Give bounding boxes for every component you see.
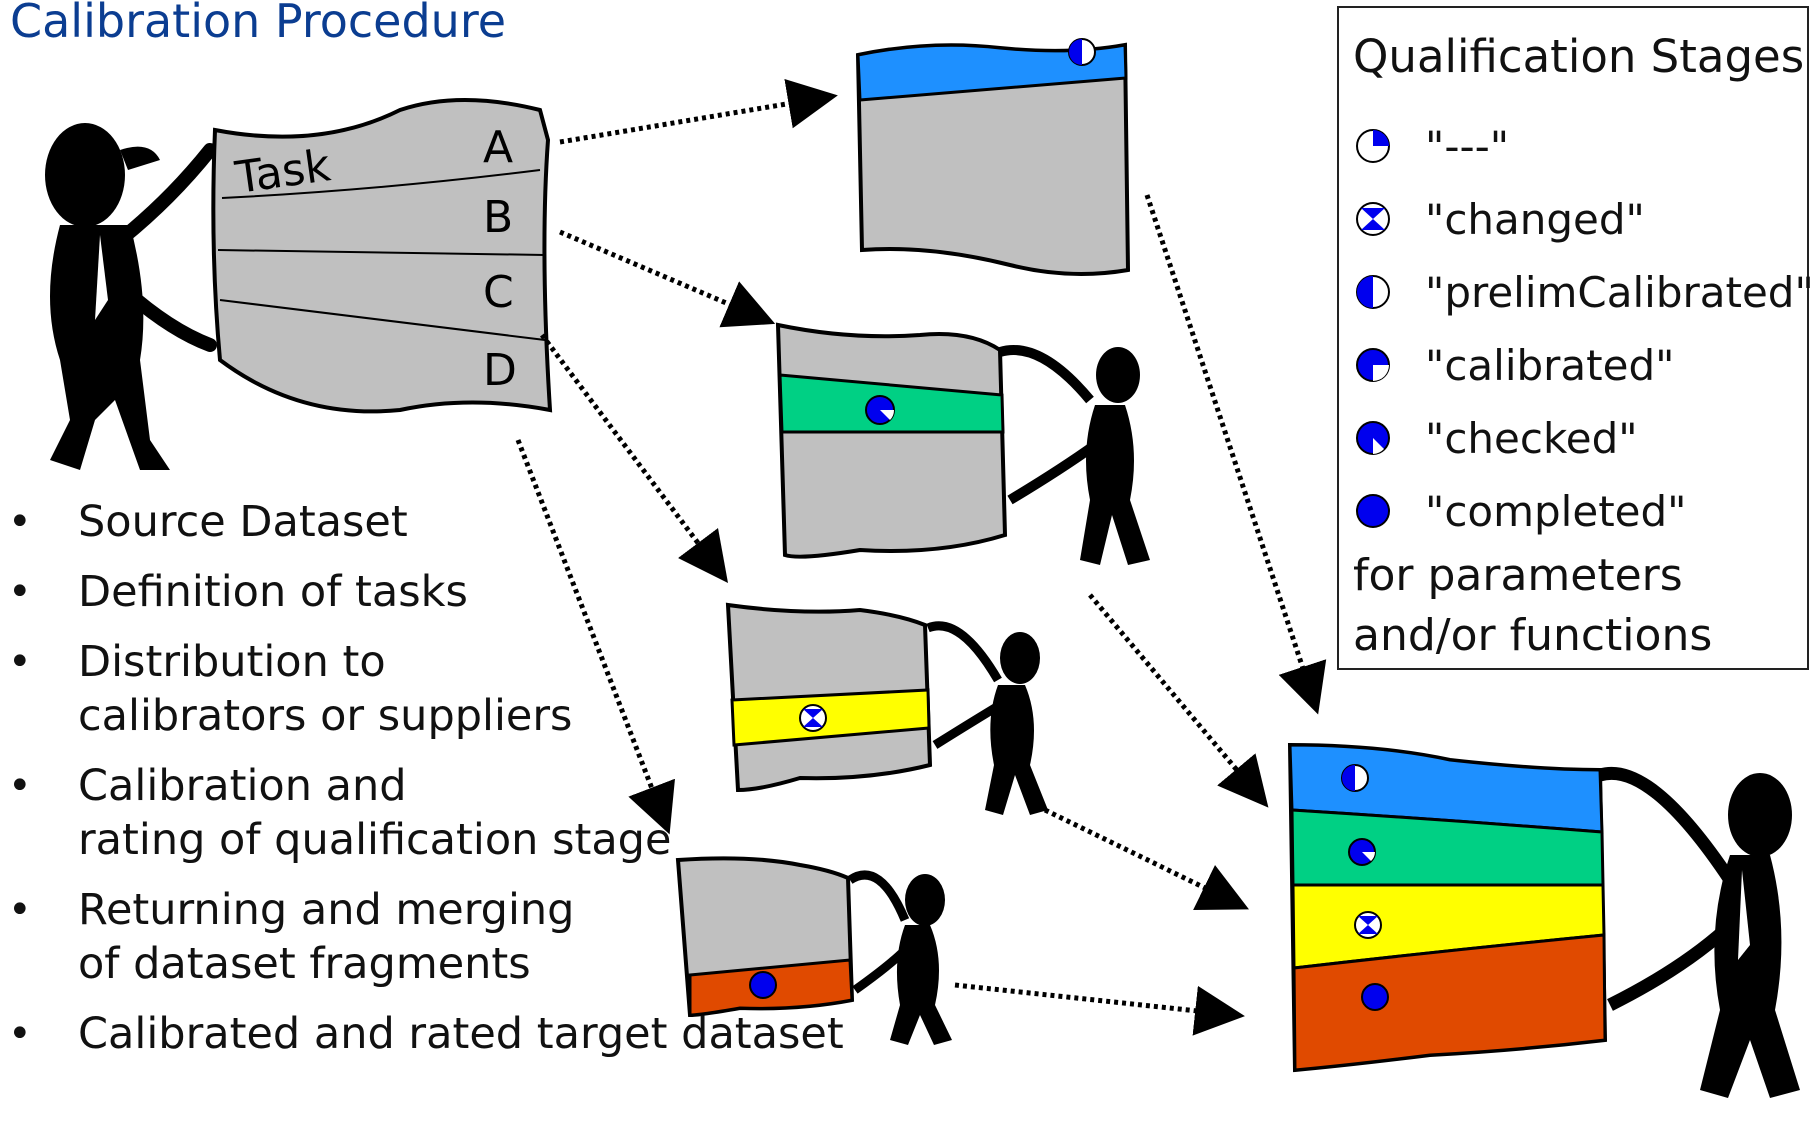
legend-item: "checked" <box>1353 410 1638 466</box>
legend-item: "completed" <box>1353 483 1686 539</box>
arrow-from-fragment-c <box>1043 807 1249 910</box>
row-label-b: B <box>483 192 513 243</box>
source-person-figure <box>45 123 217 470</box>
page-title: Calibration Procedure <box>10 0 507 48</box>
full-circle-icon <box>1356 494 1390 528</box>
arrow-to-fragment-a <box>559 78 838 145</box>
person-figure-c <box>926 621 1048 815</box>
half-pie-icon <box>1068 38 1096 66</box>
legend-item: "prelimCalibrated" <box>1353 264 1814 320</box>
bullet-list: Source Dataset Definition of tasks Distr… <box>0 495 844 1077</box>
person-figure-d <box>847 870 952 1045</box>
three-quarter-pie-icon <box>1356 348 1390 382</box>
half-pie-icon <box>1356 275 1390 309</box>
qualification-legend: Qualification Stages "---" "changed" "pr… <box>1337 6 1814 670</box>
merge-arrows <box>954 194 1327 1036</box>
bullet-item: Calibration and rating of qualification … <box>0 759 844 867</box>
bullet-item: Calibrated and rated target dataset <box>0 1007 844 1061</box>
person-figure-b <box>998 345 1150 565</box>
arrow-from-fragment-b <box>1088 593 1269 808</box>
fragment-sheet-a <box>855 38 1131 276</box>
bullet-item: Definition of tasks <box>0 565 844 619</box>
legend-item: "---" <box>1353 118 1509 174</box>
full-circle-icon <box>1361 983 1389 1011</box>
arrow-to-fragment-b <box>559 229 776 328</box>
row-label-a: A <box>483 122 513 173</box>
quarter-pie-icon <box>1356 129 1390 163</box>
seven-eighths-pie-icon <box>1356 421 1390 455</box>
bullet-item: Returning and merging of dataset fragmen… <box>0 883 844 991</box>
row-label-c: C <box>483 267 514 318</box>
arrow-from-fragment-d <box>954 982 1245 1036</box>
hourglass-pie-icon <box>1354 911 1382 939</box>
source-sheet: Task A B C D <box>211 98 553 414</box>
target-sheet <box>1287 742 1608 1073</box>
legend-item: "changed" <box>1353 191 1645 247</box>
legend-footer: for parameters and/or functions <box>1353 550 1713 661</box>
arrow-from-fragment-a <box>1144 194 1327 715</box>
bullet-item: Distribution to calibrators or suppliers <box>0 635 844 743</box>
half-pie-icon <box>1341 764 1369 792</box>
legend-item: "calibrated" <box>1353 337 1674 393</box>
legend-title: Qualification Stages <box>1353 30 1805 83</box>
bullet-item: Source Dataset <box>0 495 844 549</box>
target-person-figure <box>1598 766 1800 1098</box>
hourglass-pie-icon <box>1356 202 1390 236</box>
seven-eighths-pie-icon <box>865 395 895 425</box>
row-label-d: D <box>483 345 517 396</box>
seven-eighths-pie-icon <box>1348 838 1376 866</box>
